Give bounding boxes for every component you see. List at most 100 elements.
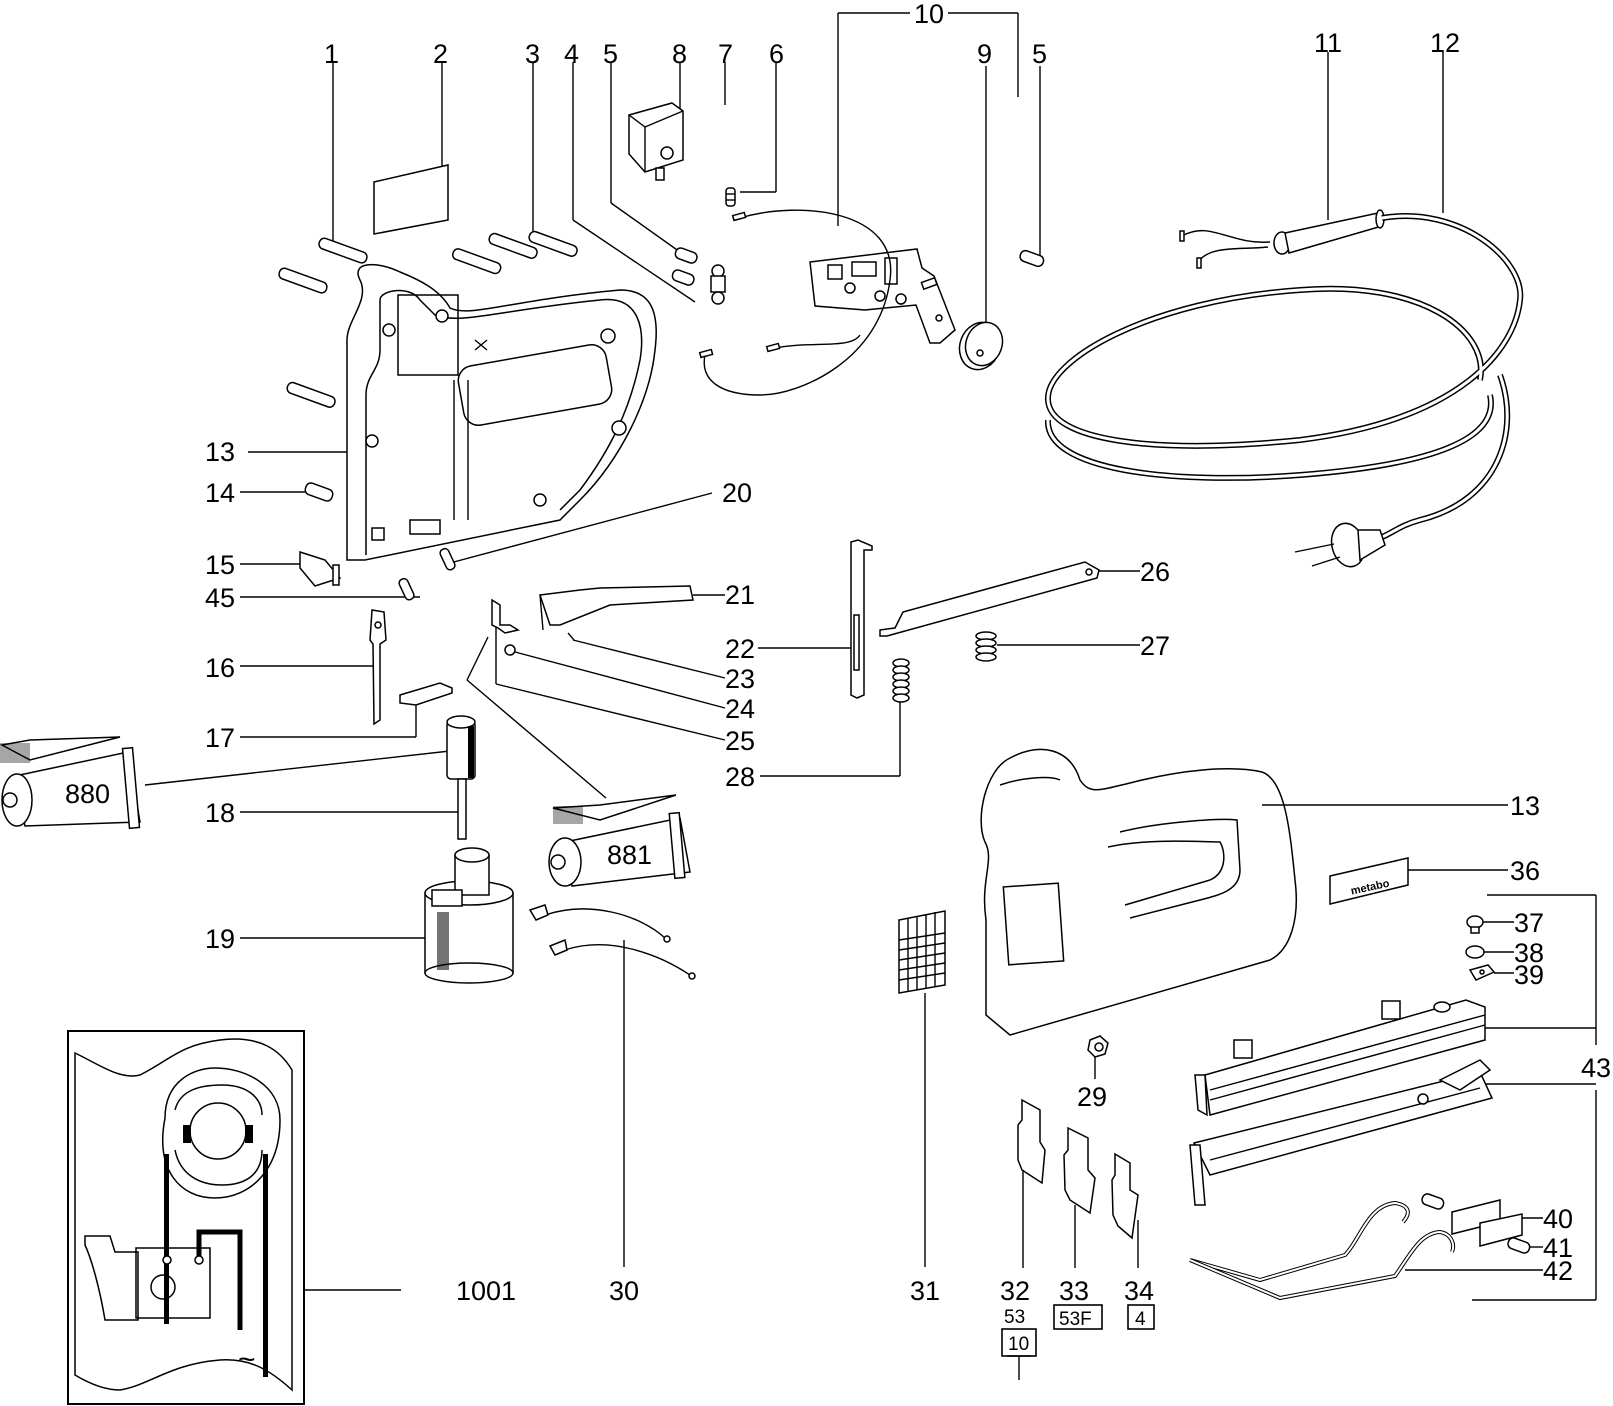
screw-part-41 <box>1507 1237 1543 1254</box>
callout-17: 17 <box>205 723 235 753</box>
callout-30: 30 <box>609 1276 639 1306</box>
solenoid-coil-part-19 <box>424 847 514 984</box>
callout-3: 3 <box>525 39 540 69</box>
staple-table-part-31 <box>898 910 946 1267</box>
wires-part-30 <box>528 904 696 1267</box>
screw-part-1 <box>318 62 368 264</box>
guide-plate-part-34 <box>1111 1152 1139 1268</box>
screw-left-upper <box>278 267 328 294</box>
circlip-part-24 <box>504 644 516 656</box>
tube-label-880: 880 <box>65 779 110 809</box>
guide-strip-part-16 <box>369 609 387 726</box>
callout-11: 11 <box>1314 28 1342 58</box>
housing-half-part-13 <box>346 263 657 561</box>
nut-part-29 <box>1087 1035 1109 1079</box>
clip-part-15 <box>299 550 342 587</box>
plate-part-40 <box>1451 1199 1543 1247</box>
spring-part-6 <box>725 187 736 207</box>
callout-45: 45 <box>205 583 235 613</box>
callout-40: 40 <box>1543 1204 1573 1234</box>
sleeve-part-45 <box>398 577 415 601</box>
callout-29: 29 <box>1077 1082 1107 1112</box>
callout-13: 13 <box>205 437 235 467</box>
callout-5-right: 5 <box>1032 39 1047 69</box>
arm-part-26 <box>879 561 1100 637</box>
wiring-diagram-part-1001: ~ <box>67 1030 401 1405</box>
spring-part-27 <box>975 631 997 662</box>
callout-7: 7 <box>718 39 733 69</box>
callout-15: 15 <box>205 550 235 580</box>
callout-8: 8 <box>672 39 687 69</box>
screw-part-3-group <box>451 62 578 275</box>
callout-4: 4 <box>564 39 579 69</box>
callout-28: 28 <box>725 762 755 792</box>
callout-6: 6 <box>769 39 784 69</box>
callout-13-right: 13 <box>1510 791 1540 821</box>
callout-22: 22 <box>725 634 755 664</box>
spring-part-28 <box>892 658 910 703</box>
variant-34-box: 4 <box>1135 1309 1146 1330</box>
callout-16: 16 <box>205 653 235 683</box>
screw-front <box>1421 1193 1445 1210</box>
ac-symbol: ~ <box>238 1343 256 1376</box>
callout-23: 23 <box>725 664 755 694</box>
callout-27: 27 <box>1140 631 1170 661</box>
latch-part-25 <box>491 598 520 634</box>
wire-harness <box>698 209 892 396</box>
slider-part-17 <box>399 682 453 706</box>
callout-19: 19 <box>205 924 235 954</box>
variant-33-box: 53F <box>1059 1309 1092 1330</box>
callout-25: 25 <box>725 726 755 756</box>
callout-10: 10 <box>914 0 944 29</box>
cable-grommet-part-11 <box>1179 209 1385 269</box>
power-cord-part-12 <box>1044 213 1524 543</box>
callout-20: 20 <box>722 478 752 508</box>
stapler-body-part-13 <box>980 748 1508 1036</box>
callout-38: 38 <box>1514 938 1544 968</box>
grease-tube-880: 880 <box>0 736 451 830</box>
screw-part-5 <box>671 247 698 286</box>
variant-32-box: 10 <box>1008 1334 1029 1355</box>
screw-part-5-right <box>1019 249 1045 268</box>
guide-plate-part-33 <box>1063 1126 1096 1268</box>
callout-39: 39 <box>1514 960 1544 990</box>
adjusting-wheel-part-9 <box>958 321 1004 371</box>
callout-24: 24 <box>725 694 755 724</box>
tube-label-881: 881 <box>607 840 652 870</box>
callout-26: 26 <box>1140 557 1170 587</box>
label-sticker-part-2 <box>373 62 449 235</box>
variant-box-10 <box>1001 1328 1037 1380</box>
bracket-part-43 <box>1472 894 1597 1301</box>
guide-plate-part-32 <box>1017 1098 1046 1268</box>
callout-33: 33 <box>1059 1276 1089 1306</box>
cable-lug-part-4 <box>710 264 726 305</box>
callout-43: 43 <box>1581 1053 1611 1083</box>
callout-14: 14 <box>205 478 235 508</box>
magazine-lower-rail-part-43 <box>1189 1059 1494 1206</box>
callout-32: 32 <box>1000 1276 1030 1306</box>
electronic-board-part-10 <box>809 248 956 344</box>
callout-1001: 1001 <box>456 1276 516 1306</box>
bracket-part-10 <box>837 12 1019 226</box>
callout-9: 9 <box>977 39 992 69</box>
switch-block-part-7 <box>628 102 684 181</box>
grease-tube-881: 881 <box>548 794 691 887</box>
callout-34: 34 <box>1124 1276 1154 1306</box>
callout-18: 18 <box>205 798 235 828</box>
callout-21: 21 <box>725 580 755 610</box>
lever-part-21 <box>538 585 694 631</box>
magazine-upper-rail-part-43 <box>1194 999 1486 1117</box>
callout-2: 2 <box>433 39 448 69</box>
callout-12: 12 <box>1430 28 1460 58</box>
pin-part-20 <box>439 547 456 571</box>
screw-left-mid <box>286 381 336 408</box>
callout-36: 36 <box>1510 856 1540 886</box>
screw-part-14 <box>240 482 334 502</box>
callout-41: 41 <box>1543 1233 1573 1263</box>
brand-label-part-36: metabo <box>1329 857 1508 905</box>
variant-box-53F <box>1053 1304 1103 1330</box>
wire-spring-part-42 <box>1189 1200 1543 1301</box>
washer-part-38 <box>1465 945 1514 959</box>
variant-box-4 <box>1127 1304 1155 1330</box>
